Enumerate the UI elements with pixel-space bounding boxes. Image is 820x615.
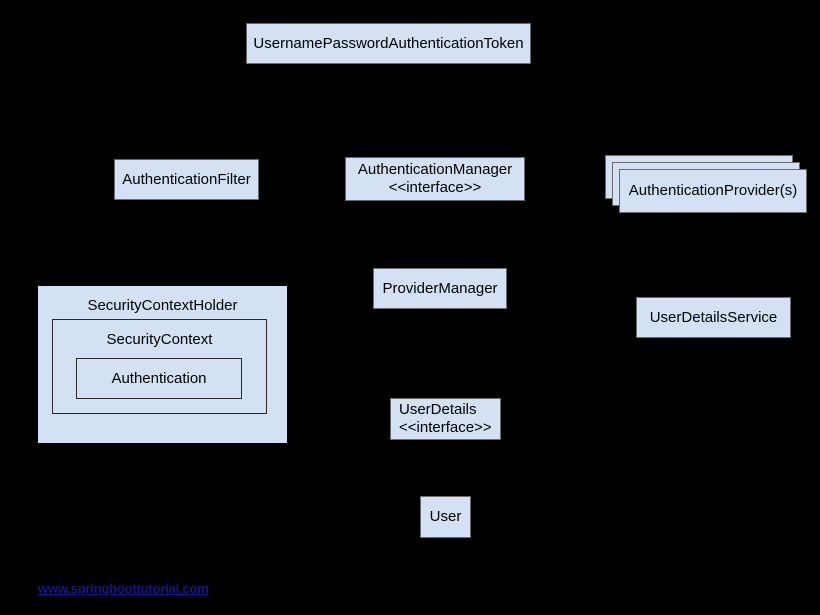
node-provider-manager[interactable]: ProviderManager — [373, 268, 507, 309]
node-username-password-authentication-token[interactable]: UsernamePasswordAuthenticationToken — [246, 23, 531, 64]
node-user-details-service[interactable]: UserDetailsService — [636, 297, 791, 338]
node-authentication-providers[interactable]: AuthenticationProvider(s) — [619, 169, 807, 213]
node-authentication-manager[interactable]: AuthenticationManager <<interface>> — [345, 157, 525, 201]
node-authentication-filter[interactable]: AuthenticationFilter — [114, 159, 259, 200]
node-authentication[interactable]: Authentication — [76, 358, 242, 399]
node-user-details[interactable]: UserDetails <<interface>> — [390, 398, 501, 440]
footer-site-link[interactable]: www.springboottutorial.com — [38, 581, 209, 596]
node-user[interactable]: User — [420, 496, 471, 538]
